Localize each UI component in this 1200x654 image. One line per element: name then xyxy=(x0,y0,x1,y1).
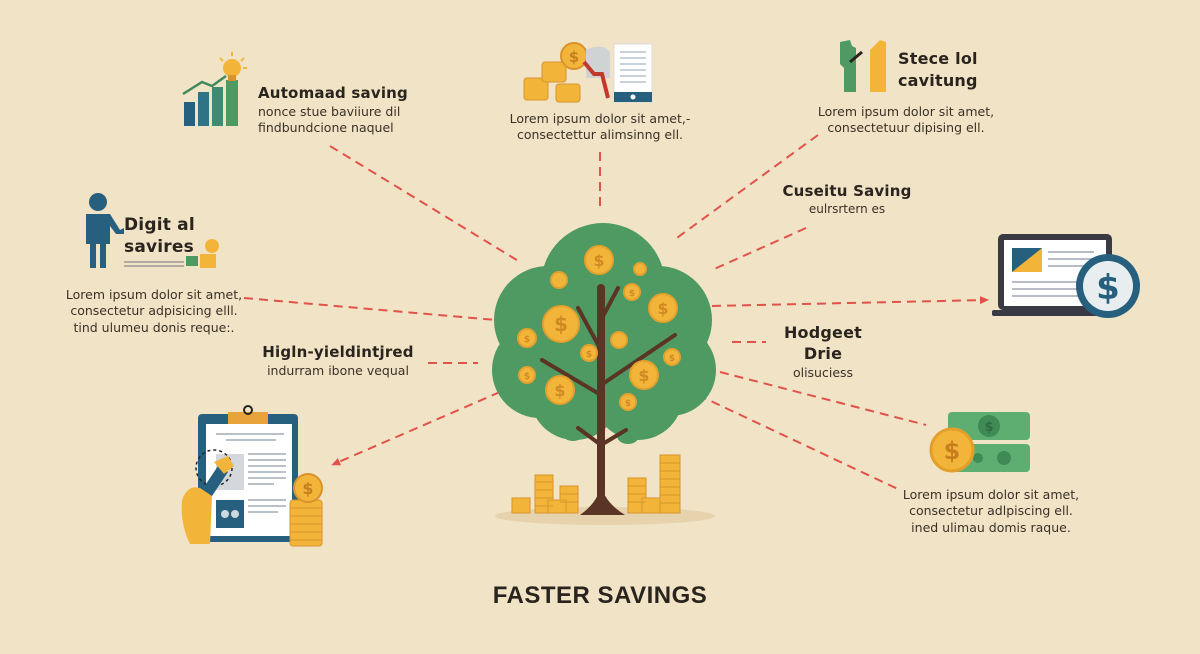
svg-text:$: $ xyxy=(625,399,631,409)
top-center-line-1: Lorem ipsum dolor sit amet,- xyxy=(509,111,691,126)
connector-clipboard xyxy=(331,391,501,466)
digital-line-2: consectetur adpisicing elll. xyxy=(70,303,238,319)
high-yield-block: Higln-yieldintjred indurram ibone vequal xyxy=(246,343,430,379)
footer-title: FASTER SAVINGS xyxy=(492,582,708,609)
cash-line-2: consectetur adlpiscing ell. xyxy=(909,503,1073,519)
svg-text:$: $ xyxy=(586,350,592,360)
stece-title-line-1: Stece lol xyxy=(898,49,978,68)
digital-line-3: tind ulumeu donis reque:. xyxy=(73,319,235,335)
svg-text:$: $ xyxy=(554,381,565,400)
hodgeet-title: Hodgeet Drie xyxy=(783,323,863,363)
cuseitu-line-1: eulrsrtern es xyxy=(808,201,886,216)
digital-body-block: Lorem ipsum dolor sit amet, consectetur … xyxy=(56,287,252,336)
svg-text:$: $ xyxy=(669,354,675,364)
svg-text:$: $ xyxy=(638,366,649,385)
automated-saving-title: Automaad saving xyxy=(258,84,408,102)
bar-blocks-icon xyxy=(840,40,886,92)
connector-digital xyxy=(243,297,497,321)
automated-saving-block: Automaad saving nonce stue baviiure dil … xyxy=(258,84,408,136)
digital-title-line-1: Digit al xyxy=(124,215,195,235)
svg-text:$: $ xyxy=(524,372,530,382)
high-yield-line-1: indurram ibone vequal xyxy=(267,362,409,378)
stece-body-block: Lorem ipsum dolor sit amet, consectetuur… xyxy=(808,104,1004,137)
hodgeet-line-1: olisuciess xyxy=(792,364,854,380)
top-center-line-2: consectettur alimsinng ell. xyxy=(516,127,684,143)
cash-line-1: Lorem ipsum dolor sit amet, xyxy=(902,487,1080,502)
hodgeet-block: Hodgeet Drie olisuciess xyxy=(764,323,882,381)
connector-cash-top xyxy=(719,371,927,426)
svg-text:$: $ xyxy=(657,299,668,318)
digital-line-1: Lorem ipsum dolor sit amet, xyxy=(65,287,243,302)
connector-cash-bottom xyxy=(697,394,901,491)
clipboard-coin-symbol: $ xyxy=(302,479,313,498)
cuseitu-block: Cuseitu Saving eulrsrtern es xyxy=(772,182,922,217)
svg-text:$: $ xyxy=(569,48,579,66)
automated-saving-line-1: nonce stue baviiure dil xyxy=(258,103,401,119)
cash-coin-symbol: $ xyxy=(944,437,961,465)
laptop-dollar-symbol: $ xyxy=(1096,268,1120,308)
svg-text:$: $ xyxy=(629,289,635,299)
coins-document-icon: $ xyxy=(523,42,653,103)
stece-line-1: Lorem ipsum dolor sit amet, xyxy=(817,104,995,119)
person-coin-icon xyxy=(86,193,219,268)
svg-text:$: $ xyxy=(593,251,604,270)
cash-body-block: Lorem ipsum dolor sit amet, consectetur … xyxy=(894,487,1088,536)
cash-coin-icon: $ $ xyxy=(929,412,1030,473)
svg-text:$: $ xyxy=(524,335,530,345)
connector-cuseitu xyxy=(711,227,807,271)
high-yield-title: Higln-yieldintjred xyxy=(262,343,414,361)
growth-chart-lightbulb-icon xyxy=(182,52,247,126)
top-center-block: Lorem ipsum dolor sit amet,- consectettu… xyxy=(496,111,704,144)
stece-title-line-2: cavitung xyxy=(898,70,978,90)
connector-automated xyxy=(329,145,521,263)
cuseitu-title: Cuseitu Saving xyxy=(782,182,912,200)
money-tree-icon: $ $ $ $ $ $ $ $ $ $ $ xyxy=(492,223,716,525)
stece-title-block: Stece lol cavitung xyxy=(898,48,978,91)
laptop-dollar-icon: $ xyxy=(992,234,1140,318)
connector-laptop xyxy=(711,296,989,307)
digital-title-line-2: savires xyxy=(124,237,194,258)
stece-line-2: consectetuur dipising ell. xyxy=(827,120,985,136)
automated-saving-line-2: findbundcione naquel xyxy=(258,119,394,135)
digital-title-block: Digit al savires xyxy=(124,214,195,258)
svg-text:$: $ xyxy=(554,312,568,336)
cash-line-3: ined ulimau domis raque. xyxy=(911,519,1071,535)
clipboard-megaphone-coins-icon: $ xyxy=(181,405,323,547)
svg-text:$: $ xyxy=(984,420,993,435)
